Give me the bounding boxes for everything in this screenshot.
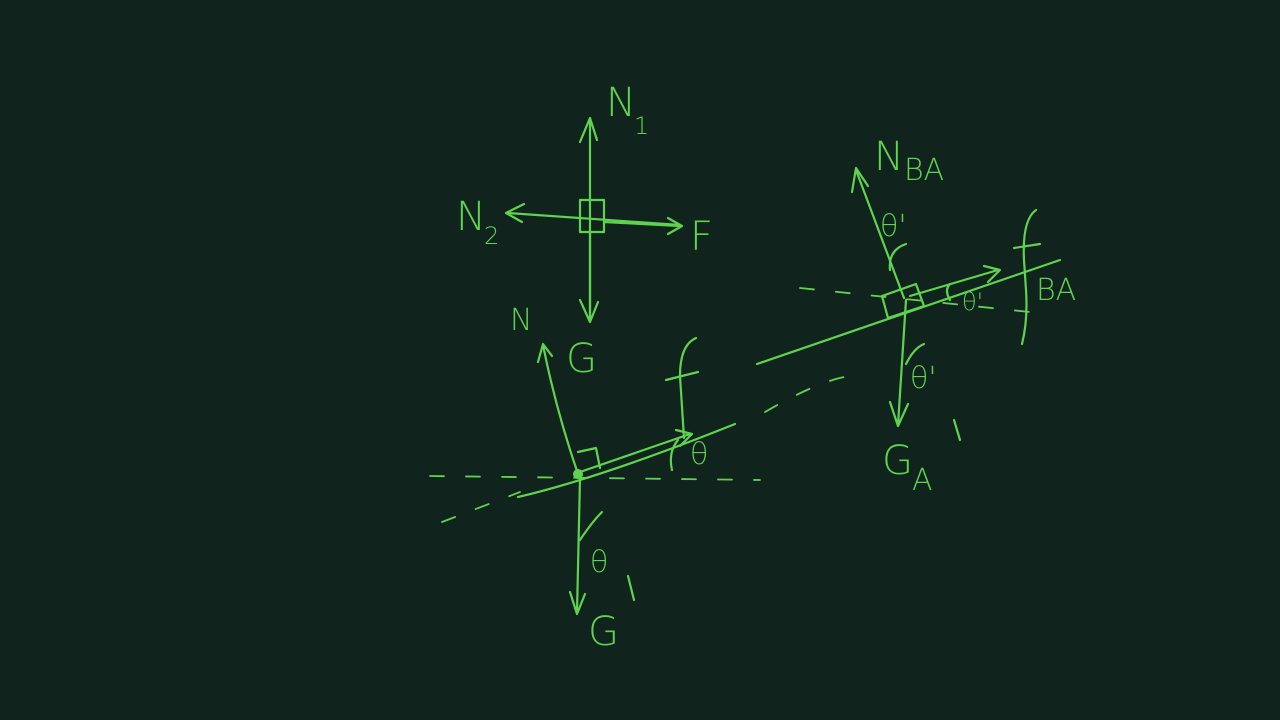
block-top [578,198,606,234]
label-n-ba: N [874,134,904,180]
label-theta-prime-top: θ' [880,209,907,244]
free-body-diagram-top: N 1 N 2 F G [456,80,713,382]
label-n-mid: N [510,303,532,338]
free-body-diagram-block-a: N BA θ' BA θ' θ' G A [755,134,1076,498]
force-arrow-g-top [578,230,600,324]
tick-mark-mid [626,574,636,602]
label-theta-mid-low: θ [590,545,608,580]
label-theta-prime-low: θ' [910,361,937,396]
incline-line-left [516,422,737,499]
force-arrow-n-mid [536,342,580,476]
theta-arc-low [578,510,604,542]
label-f-ba-subscript: BA [1036,273,1076,308]
force-arrow-n-ba [850,166,906,300]
label-g-top: G [566,336,597,382]
theta-arc-right [669,438,680,472]
label-g-mid: G [588,609,619,655]
force-arrow-g-mid [568,476,587,616]
block-a [880,282,926,320]
label-n1-subscript: 1 [634,112,649,140]
label-theta-prime-right: θ' [962,288,983,316]
label-g-a-subscript: A [912,463,933,498]
right-angle-mark-mid [576,446,602,470]
label-g-a: G [882,438,913,484]
label-f-mid [664,336,700,440]
label-f-top: F [690,214,713,260]
label-n2-subscript: 2 [484,222,499,250]
label-n1: N [606,80,636,126]
label-f-ba [1012,208,1042,346]
force-arrow-f-ba [908,264,1002,298]
force-arrow-n2 [504,202,682,227]
force-arrow-f-top [602,216,684,236]
horizontal-dashed-line-left [429,475,761,481]
free-body-diagram-incline: N G θ θ [429,303,761,655]
label-n2: N [456,194,486,240]
horizontal-dashed-line-right [799,287,1031,313]
incline-dashed-extension-right [764,375,851,413]
label-theta-mid-right: θ [690,437,708,472]
label-n-ba-subscript: BA [904,153,944,188]
incline-dashed-extension-left [441,491,521,523]
theta-prime-arc-low [904,342,926,366]
force-arrow-f-mid [578,428,694,474]
theta-prime-arc-right [945,282,952,302]
force-arrow-g-a [888,298,910,428]
tick-mark-right [952,418,962,442]
theta-prime-arc-top [888,242,908,272]
